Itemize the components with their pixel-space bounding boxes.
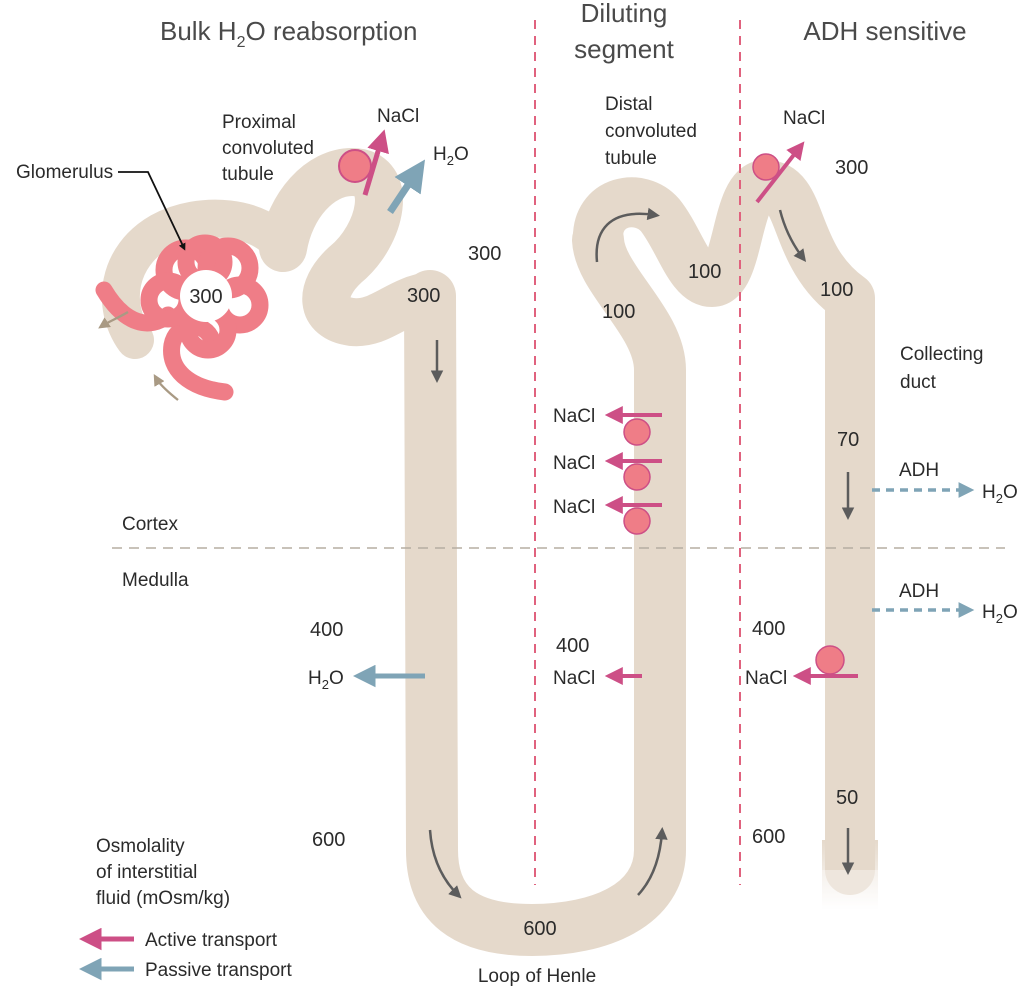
pump-cd-top bbox=[752, 153, 780, 181]
flow-arrow-dct bbox=[595, 207, 660, 263]
h2o-pct: H2O bbox=[433, 144, 469, 168]
glomerulus-leader bbox=[118, 171, 186, 251]
passive-arrow-pct bbox=[387, 159, 425, 214]
adh-medulla: ADH bbox=[899, 581, 939, 602]
osm-dct-1: 100 bbox=[602, 301, 635, 323]
active-arrow-cd-top bbox=[755, 141, 805, 204]
adh-cortex: ADH bbox=[899, 460, 939, 481]
diluting-pumps bbox=[623, 418, 651, 535]
osm-cd-70: 70 bbox=[837, 429, 859, 451]
label-pct-1: Proximal bbox=[222, 112, 296, 133]
label-medulla: Medulla bbox=[122, 570, 189, 591]
section-dividers bbox=[534, 20, 741, 885]
label-dct-2: convoluted bbox=[605, 121, 697, 142]
label-pct-2: convoluted bbox=[222, 138, 314, 159]
nacl-diluting-1: NaCl bbox=[553, 406, 595, 427]
label-dct-1: Distal bbox=[605, 94, 653, 115]
label-glomerulus: Glomerulus bbox=[16, 162, 113, 183]
osm-deep-left: 600 bbox=[312, 829, 345, 851]
label-pct-3: tubule bbox=[222, 164, 274, 185]
osm-cd-50: 50 bbox=[836, 787, 858, 809]
nacl-cd-medulla: NaCl bbox=[745, 668, 787, 689]
active-arrow-pct bbox=[362, 129, 389, 196]
flow-arrows bbox=[428, 207, 855, 899]
flow-arrow-loop-down bbox=[428, 829, 462, 899]
label-dct-3: tubule bbox=[605, 148, 657, 169]
diluting-active-arrows bbox=[604, 406, 662, 685]
proximal-tubule bbox=[259, 148, 454, 347]
nacl-dct-top: NaCl bbox=[783, 108, 825, 129]
nacl-diluting-medulla: NaCl bbox=[553, 668, 595, 689]
label-cd-2: duct bbox=[900, 372, 937, 393]
legend-osm-2: of interstitial bbox=[96, 862, 197, 883]
legend-passive-label: Passive transport bbox=[145, 960, 293, 981]
h2o-adh-cortex: H2O bbox=[982, 482, 1018, 506]
osm-pct-out: 300 bbox=[407, 285, 440, 307]
glomerulus-center bbox=[180, 270, 232, 322]
osm-loop-bottom: 600 bbox=[523, 918, 556, 940]
label-loop-of-henle: Loop of Henle bbox=[478, 966, 596, 987]
glomerulus-flow-arrows bbox=[98, 311, 179, 401]
osm-medulla-mid: 400 bbox=[556, 635, 589, 657]
header-bulk: Bulk H2O reabsorption bbox=[160, 16, 417, 51]
label-cortex: Cortex bbox=[122, 514, 178, 535]
legend-osm-1: Osmolality bbox=[96, 836, 185, 857]
osm-medulla-right: 400 bbox=[752, 618, 785, 640]
loop-of-henle bbox=[404, 214, 686, 956]
osm-cd-top: 300 bbox=[835, 157, 868, 179]
h2o-adh-medulla: H2O bbox=[982, 602, 1018, 626]
pump-cd-medulla bbox=[815, 645, 845, 675]
flow-arrow-cd bbox=[778, 209, 807, 262]
nacl-diluting-2: NaCl bbox=[553, 453, 595, 474]
label-cd-1: Collecting bbox=[900, 344, 983, 365]
header-adh: ADH sensitive bbox=[803, 16, 966, 46]
collecting-duct-fade bbox=[822, 840, 878, 910]
legend-active-label: Active transport bbox=[145, 930, 278, 951]
flow-arrow-loop-up bbox=[637, 827, 668, 896]
osm-cd-100: 100 bbox=[820, 279, 853, 301]
osm-pct-in: 300 bbox=[468, 243, 501, 265]
nacl-pct: NaCl bbox=[377, 106, 419, 127]
nacl-diluting-3: NaCl bbox=[553, 497, 595, 518]
adh-arrows bbox=[872, 482, 975, 618]
h2o-medulla: H2O bbox=[308, 668, 344, 692]
header-diluting-1: Diluting bbox=[581, 0, 668, 28]
osm-deep-right: 600 bbox=[752, 826, 785, 848]
legend-osm-3: fluid (mOsm/kg) bbox=[96, 888, 230, 909]
distal-tubule bbox=[573, 160, 875, 895]
osm-medulla-left: 400 bbox=[310, 619, 343, 641]
header-diluting-2: segment bbox=[574, 34, 674, 64]
osm-dct-2: 100 bbox=[688, 261, 721, 283]
pump-pct bbox=[338, 149, 372, 183]
legend: Osmolality of interstitial fluid (mOsm/k… bbox=[79, 836, 293, 981]
osm-glomerulus: 300 bbox=[189, 286, 222, 308]
